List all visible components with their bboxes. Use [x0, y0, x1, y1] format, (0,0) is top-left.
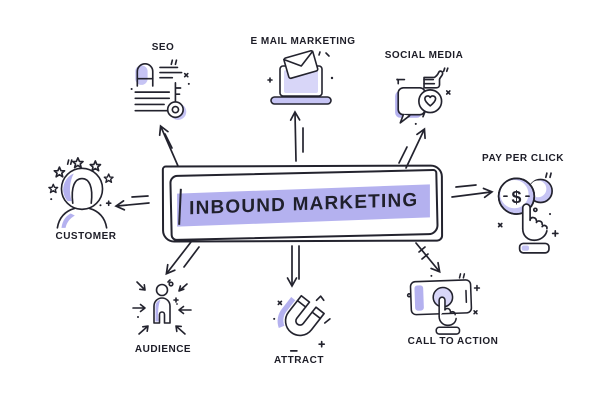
tablet-tap-icon: [406, 273, 481, 335]
laptop-envelope-icon: [267, 50, 334, 105]
inbound-marketing-box: INBOUND MARKETING: [169, 168, 439, 242]
customer-label: CUSTOMER: [55, 230, 117, 243]
call-to-action-label: CALL TO ACTION: [407, 335, 499, 348]
audience-label: AUDIENCE: [134, 343, 192, 356]
person-with-stars-icon: [48, 157, 114, 229]
diagram-title: INBOUND MARKETING: [177, 183, 431, 227]
person-inward-arrows-icon: [132, 279, 192, 335]
social-media-label: SOCIAL MEDIA: [384, 49, 464, 62]
thumbs-up-chat-heart-icon: [395, 67, 451, 125]
pay-per-click-label: PAY PER CLICK: [482, 152, 564, 165]
arrow-to-seo: [158, 124, 179, 167]
magnet-icon: [273, 294, 331, 352]
seo-document-key-icon: [130, 59, 190, 120]
arrow-to-pay-per-click: [451, 184, 494, 199]
arrow-to-attract: [286, 245, 300, 288]
arrow-to-email-marketing: [289, 110, 304, 162]
dollar-sign: $: [512, 187, 522, 207]
arrow-to-customer: [114, 195, 150, 211]
arrow-to-social-media: [398, 127, 426, 169]
arrow-to-call-to-action: [415, 242, 441, 274]
dollar-coin-click-hand-icon: $: [497, 172, 559, 254]
arrow-to-audience: [165, 241, 200, 276]
seo-label: SEO: [151, 41, 175, 54]
attract-label: ATTRACT: [274, 354, 324, 367]
email-marketing-label: E MAIL MARKETING: [250, 35, 356, 48]
